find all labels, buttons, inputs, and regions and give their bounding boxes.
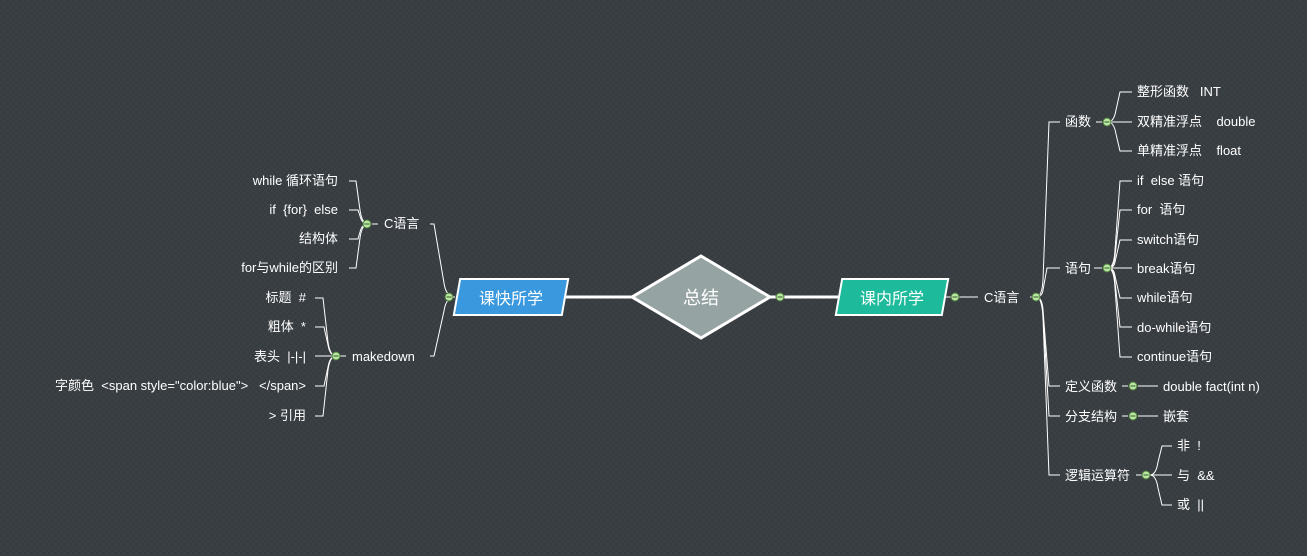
center-diamond <box>629 254 773 340</box>
right-stmt-collapse-toggle[interactable] <box>1102 263 1112 273</box>
right-stmt-item[interactable]: while语句 <box>1137 290 1193 305</box>
left-c-lang-item[interactable]: while 循环语句 <box>252 173 338 188</box>
right-branch-node[interactable]: 分支结构 <box>1065 409 1118 424</box>
left-main-label: 课快所学 <box>478 291 543 308</box>
left-c-lang-collapse-toggle[interactable] <box>362 219 372 229</box>
right-define-item[interactable]: double fact(int n) <box>1163 379 1260 394</box>
right-func-item[interactable]: 双精准浮点 double <box>1137 114 1256 129</box>
right-stmt-item[interactable]: if else 语句 <box>1137 173 1205 188</box>
left-main-collapse-toggle[interactable] <box>444 292 454 302</box>
right-stmt-item[interactable]: for 语句 <box>1137 202 1186 217</box>
left-main-node[interactable]: 课快所学 <box>452 278 570 316</box>
right-main-node[interactable]: 课内所学 <box>834 278 950 316</box>
left-makedown-item[interactable]: 标题 # <box>265 290 306 305</box>
right-func-item[interactable]: 单精准浮点 float <box>1137 143 1242 158</box>
right-c-lang-collapse-toggle[interactable] <box>1031 292 1041 302</box>
left-c-lang-item[interactable]: 结构体 <box>298 231 338 246</box>
left-c-lang-item[interactable]: if {for} else <box>269 202 338 217</box>
right-func-collapse-toggle[interactable] <box>1102 117 1112 127</box>
right-branch-collapse-toggle[interactable] <box>1128 411 1138 421</box>
right-stmt-item[interactable]: continue语句 <box>1137 349 1213 364</box>
right-branch-item[interactable]: 嵌套 <box>1163 409 1190 424</box>
right-logic-item[interactable]: 或 || <box>1177 497 1204 512</box>
right-logic-item[interactable]: 与 && <box>1177 468 1215 483</box>
right-stmt-item[interactable]: switch语句 <box>1137 232 1200 247</box>
left-makedown-collapse-toggle[interactable] <box>331 351 341 361</box>
right-c-lang-node[interactable]: C语言 <box>984 290 1020 305</box>
right-logic-collapse-toggle[interactable] <box>1141 470 1151 480</box>
right-stmt-node[interactable]: 语句 <box>1065 261 1092 276</box>
right-define-node[interactable]: 定义函数 <box>1065 379 1118 394</box>
right-define-collapse-toggle[interactable] <box>1128 381 1138 391</box>
left-makedown-item[interactable]: 表头 |-|-| <box>253 349 306 364</box>
center-node-label[interactable]: 总结 <box>683 288 719 308</box>
left-makedown-item[interactable]: > 引用 <box>268 408 306 423</box>
right-main-label: 课内所学 <box>859 291 924 308</box>
right-logic-node[interactable]: 逻辑运算符 <box>1065 468 1131 483</box>
left-c-lang-node[interactable]: C语言 <box>384 216 420 231</box>
center-collapse-toggle[interactable] <box>775 292 785 302</box>
right-logic-item[interactable]: 非 ! <box>1177 438 1201 453</box>
right-main-collapse-toggle[interactable] <box>950 292 960 302</box>
right-stmt-item[interactable]: do-while语句 <box>1137 320 1212 335</box>
right-func-node[interactable]: 函数 <box>1065 114 1092 129</box>
left-makedown-item[interactable]: 字颜色 <span style="color:blue"> </span> <box>55 378 306 393</box>
right-stmt-item[interactable]: break语句 <box>1137 261 1196 276</box>
left-makedown-item[interactable]: 粗体 * <box>267 319 306 334</box>
left-c-lang-item[interactable]: for与while的区别 <box>241 260 338 275</box>
left-makedown-node[interactable]: makedown <box>352 349 415 364</box>
right-func-item[interactable]: 整形函数 INT <box>1137 84 1221 99</box>
